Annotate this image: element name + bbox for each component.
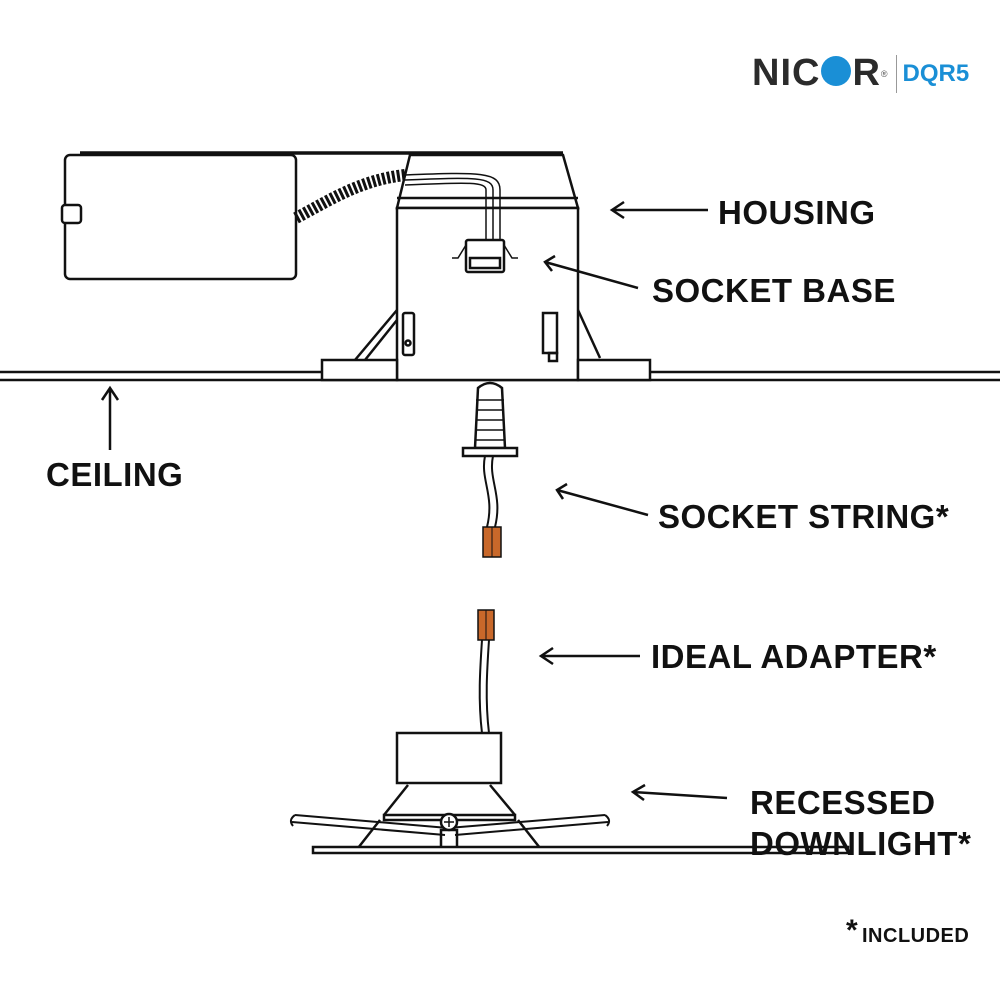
socket-string-arrow-icon xyxy=(555,482,649,517)
ideal-adapter-arrow-icon xyxy=(538,646,640,666)
logo-starburst-icon xyxy=(821,55,852,86)
ceiling-arrow-icon xyxy=(100,385,120,450)
footnote-star: * xyxy=(846,914,859,947)
label-ideal-adapter: IDEAL ADAPTER* xyxy=(651,638,937,675)
label-housing: HOUSING xyxy=(718,194,876,231)
registered-mark: ® xyxy=(880,68,888,79)
recessed-downlight-part xyxy=(289,609,850,855)
socket-base-arrow-icon xyxy=(543,254,639,290)
label-ceiling: CEILING xyxy=(46,456,184,493)
label-socket-string: SOCKET STRING* xyxy=(658,498,950,535)
junction-box xyxy=(60,151,563,281)
nicor-logo: NIC R ® DQR5 xyxy=(752,52,969,95)
footnote-included: INCLUDED xyxy=(862,925,970,947)
label-downlight: DOWNLIGHT* xyxy=(750,825,972,862)
logo-name-left: NIC xyxy=(752,52,821,94)
model-number: DQR5 xyxy=(902,59,970,87)
downlight-arrow-icon xyxy=(630,783,728,802)
label-recessed: RECESSED xyxy=(750,784,936,821)
housing-can xyxy=(320,153,652,382)
flex-conduit-icon xyxy=(293,169,406,224)
socket-string-part xyxy=(461,381,519,558)
label-socket-base: SOCKET BASE xyxy=(652,272,896,309)
logo-name-right: R xyxy=(852,52,881,94)
logo-divider xyxy=(895,54,897,93)
pointer-arrows xyxy=(100,200,728,802)
housing-arrow-icon xyxy=(609,200,708,220)
